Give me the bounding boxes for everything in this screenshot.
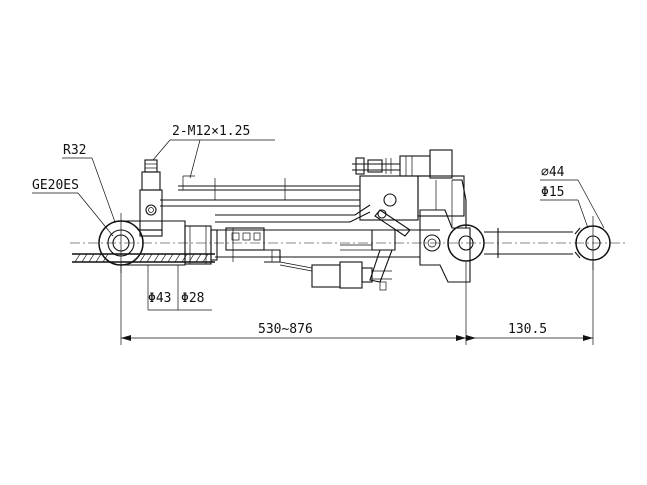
radius-callout: R32 bbox=[63, 143, 86, 158]
upper-rods bbox=[160, 175, 371, 223]
rod-diameter-1: Φ43 bbox=[148, 291, 171, 306]
rod-diameter-2: Φ28 bbox=[181, 291, 204, 306]
right-link bbox=[447, 224, 581, 262]
solenoid-bottom bbox=[279, 261, 392, 291]
dimension-lines bbox=[32, 139, 605, 345]
outer-diameter-callout: ⌀44 bbox=[541, 165, 565, 180]
threaded-rod bbox=[72, 253, 215, 263]
right-housing bbox=[419, 179, 471, 283]
length-range-dimension: 530~876 bbox=[258, 322, 313, 337]
end-offset-dimension: 130.5 bbox=[508, 322, 547, 337]
bearing-callout: GE20ES bbox=[32, 178, 79, 193]
rod-collar bbox=[184, 225, 218, 265]
thread-callout: 2-M12×1.25 bbox=[172, 124, 250, 139]
left-bracket bbox=[139, 159, 163, 237]
cylinder-body bbox=[215, 227, 440, 263]
inner-diameter-callout: Φ15 bbox=[541, 185, 564, 200]
right-eye-end bbox=[575, 216, 611, 270]
solenoid-top bbox=[352, 149, 453, 179]
valve-block bbox=[340, 175, 465, 283]
